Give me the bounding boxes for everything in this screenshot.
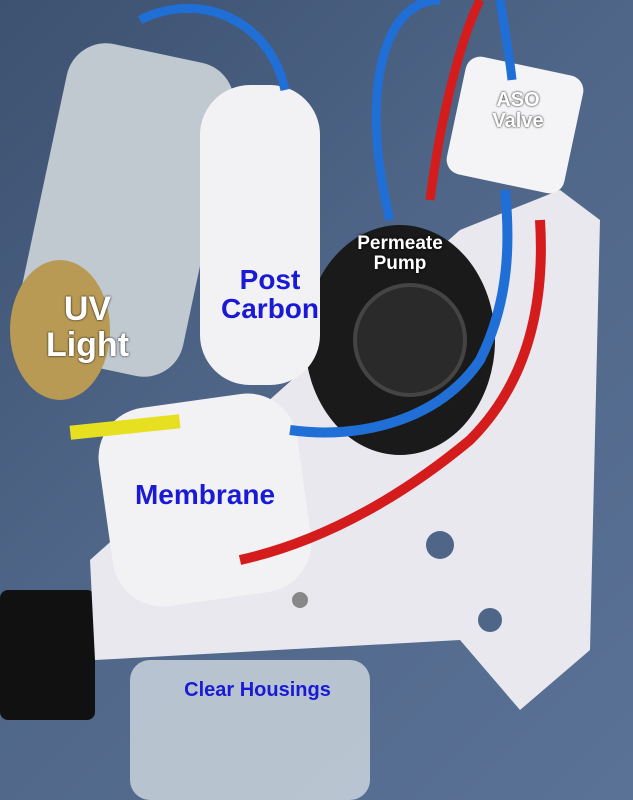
aso-valve-label: ASO Valve (492, 89, 544, 132)
power-adapter (0, 590, 95, 720)
clear-housing (130, 660, 370, 800)
red-tube (238, 219, 546, 565)
membrane-label: Membrane (134, 479, 276, 510)
blue-tube (137, 3, 290, 91)
post-carbon-filter (200, 85, 320, 385)
yellow-tube (69, 414, 181, 440)
red-tube (425, 0, 485, 201)
blue-tube (495, 0, 517, 81)
blue-tube (289, 189, 513, 438)
uv-light-label: UV Light (45, 290, 130, 364)
aso-valve-body (446, 56, 584, 194)
permeate-pump-label: Permeate Pump (357, 233, 443, 274)
post-carbon-label: Post Carbon (221, 264, 319, 325)
blue-tube (371, 0, 441, 222)
clear-housings-label: Clear Housings (184, 679, 331, 701)
